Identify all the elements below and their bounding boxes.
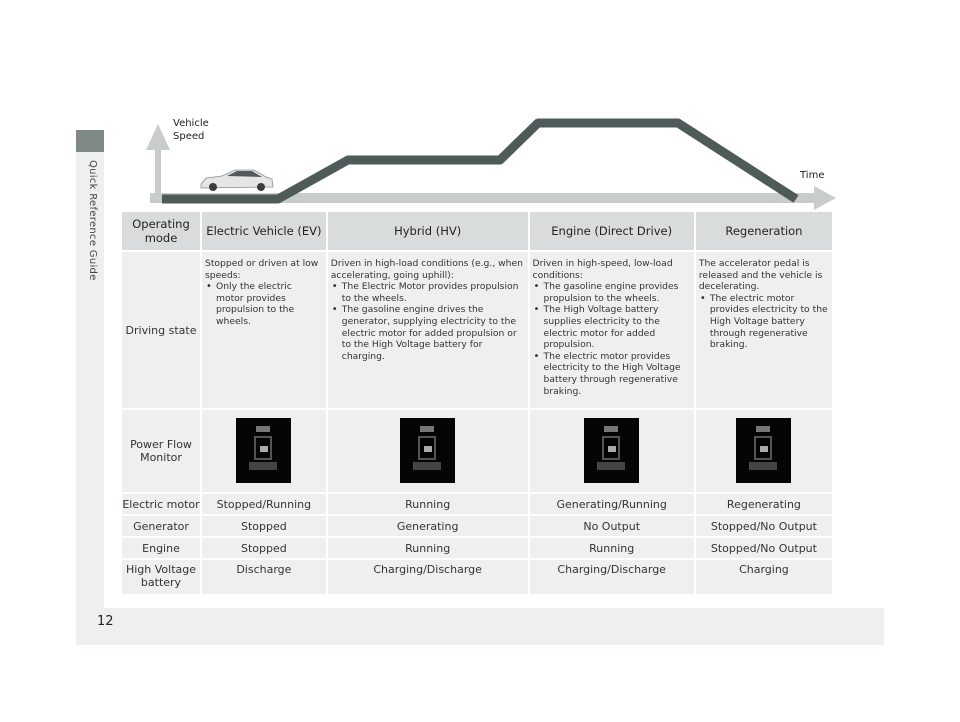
state-intro: Stopped or driven at low speeds: [205, 258, 319, 281]
header-row: Operating mode Electric Vehicle (EV) Hyb… [122, 212, 832, 250]
header-hv: Hybrid (HV) [327, 212, 528, 250]
header-engine-drive: Engine (Direct Drive) [529, 212, 694, 250]
time-axis-arrow [150, 186, 836, 210]
power-flow-monitor-image [236, 418, 292, 483]
time-label: Time [800, 170, 825, 181]
state-bullet: The gasoline engine provides propulsion … [533, 281, 690, 304]
driving-state-label: Driving state [122, 252, 200, 408]
table-cell: Generating [327, 516, 528, 536]
table-cell: Charging/Discharge [327, 560, 528, 594]
state-cell-hv: Driven in high-load conditions (e.g., wh… [327, 252, 528, 408]
table-cell: Running [327, 538, 528, 558]
table-cell: Stopped [202, 538, 326, 558]
state-intro: Driven in high-speed, low-load condition… [532, 258, 673, 281]
high-voltage-battery-row: High Voltage battery Discharge Charging/… [122, 560, 832, 594]
table-cell: Charging [695, 560, 832, 594]
state-cell-regeneration: The accelerator pedal is released and th… [695, 252, 832, 408]
table-cell: Generating/Running [529, 494, 694, 514]
power-flow-cell-regeneration [695, 410, 832, 492]
state-bullet: The Electric Motor provides propulsion t… [331, 281, 524, 304]
power-flow-cell-ev [202, 410, 326, 492]
footer-bar [76, 608, 884, 645]
row-label: Generator [122, 516, 200, 536]
side-strip [76, 152, 104, 608]
state-bullet: The gasoline engine drives the generator… [331, 304, 524, 362]
row-label: Electric motor [122, 494, 200, 514]
state-cell-engine: Driven in high-speed, low-load condition… [529, 252, 694, 408]
table-cell: No Output [529, 516, 694, 536]
vehicle-speed-label: Vehicle Speed [173, 118, 209, 142]
state-intro: The accelerator pedal is released and th… [698, 258, 823, 293]
table-cell: Running [529, 538, 694, 558]
header-operating-mode: Operating mode [122, 212, 200, 250]
state-bullet: The High Voltage battery supplies electr… [533, 304, 690, 350]
table-cell: Charging/Discharge [529, 560, 694, 594]
table-cell: Regenerating [695, 494, 832, 514]
state-bullet: The electric motor provides electricity … [533, 351, 690, 397]
state-intro: Driven in high-load conditions (e.g., wh… [330, 258, 523, 281]
table-cell: Stopped [202, 516, 326, 536]
speed-axis-arrow [146, 124, 170, 200]
table-cell: Stopped/No Output [695, 538, 832, 558]
section-tab[interactable] [76, 130, 104, 152]
header-regeneration: Regeneration [695, 212, 832, 250]
speed-profile-line [162, 118, 799, 204]
section-label: Quick Reference Guide [87, 160, 98, 281]
operating-mode-table: Operating mode Electric Vehicle (EV) Hyb… [120, 210, 834, 596]
power-flow-cell-engine [529, 410, 694, 492]
power-flow-monitor-image [736, 418, 792, 483]
power-flow-label: Power Flow Monitor [122, 410, 200, 492]
state-cell-ev: Stopped or driven at low speeds: Only th… [202, 252, 326, 408]
table-cell: Stopped/Running [202, 494, 326, 514]
state-bullet: The electric motor provides electricity … [699, 293, 828, 351]
table-cell: Running [327, 494, 528, 514]
table-cell: Discharge [202, 560, 326, 594]
generator-row: Generator Stopped Generating No Output S… [122, 516, 832, 536]
driving-state-row: Driving state Stopped or driven at low s… [122, 252, 832, 408]
power-flow-monitor-image [400, 418, 456, 483]
electric-motor-row: Electric motor Stopped/Running Running G… [122, 494, 832, 514]
header-ev: Electric Vehicle (EV) [202, 212, 326, 250]
row-label: High Voltage battery [122, 560, 200, 594]
power-flow-cell-hv [327, 410, 528, 492]
power-flow-row: Power Flow Monitor [122, 410, 832, 492]
page-number: 12 [97, 614, 114, 629]
engine-row: Engine Stopped Running Running Stopped/N… [122, 538, 832, 558]
car-icon [200, 169, 274, 191]
row-label: Engine [122, 538, 200, 558]
state-bullet: Only the electric motor provides propuls… [205, 281, 322, 327]
power-flow-monitor-image [584, 418, 640, 483]
table-cell: Stopped/No Output [695, 516, 832, 536]
